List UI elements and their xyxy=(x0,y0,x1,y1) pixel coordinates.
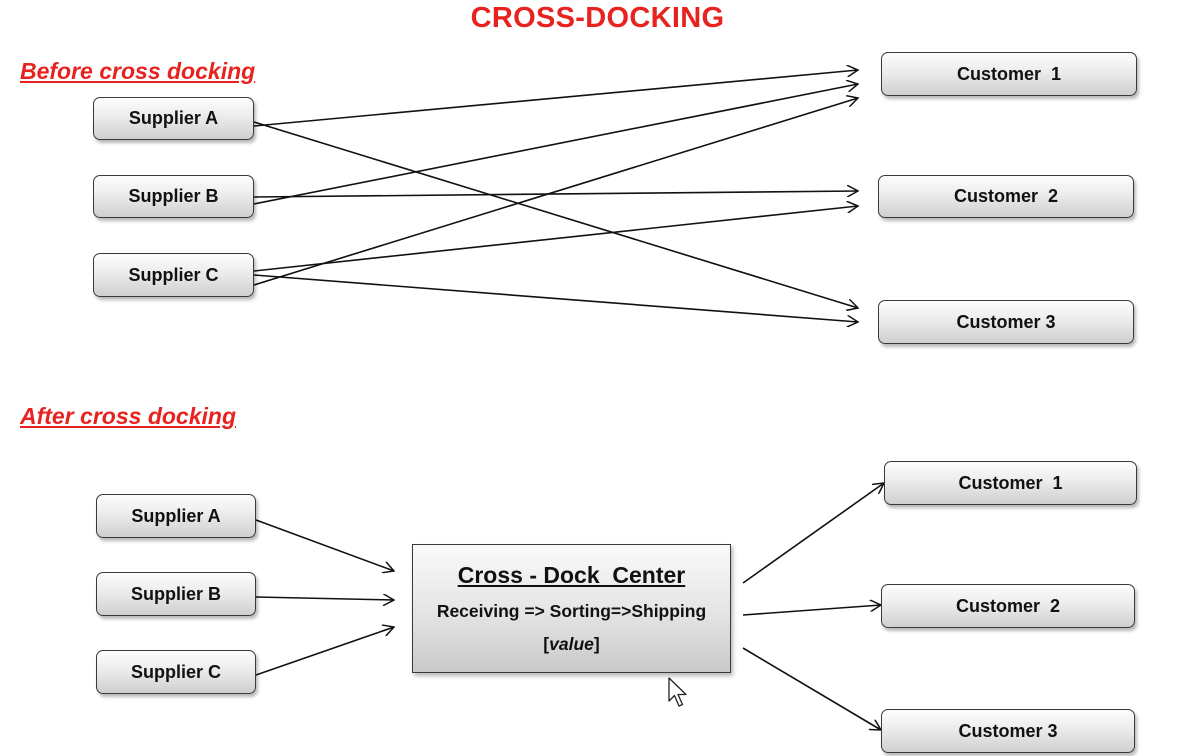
cross-dock-value-line: [value] xyxy=(413,634,730,655)
arrow-after-center-to-c3 xyxy=(742,647,881,730)
arrow-after-c-to-center xyxy=(255,627,394,676)
arrow-before-b-to-c1 xyxy=(253,84,858,205)
arrow-before-c-to-c2 xyxy=(253,206,858,272)
before-supplier-a: Supplier A xyxy=(93,97,254,140)
after-section-label: After cross docking xyxy=(20,403,236,429)
arrow-after-a-to-center xyxy=(255,519,394,571)
before-customer-2: Customer 2 xyxy=(878,175,1134,218)
diagram-title: CROSS-DOCKING xyxy=(470,2,725,34)
arrow-before-a-to-c1 xyxy=(253,70,858,127)
mouse-pointer-icon xyxy=(668,677,687,707)
arrow-before-c-to-c3 xyxy=(253,274,858,322)
after-customer-2: Customer 2 xyxy=(881,584,1135,628)
arrow-before-a-to-c3 xyxy=(253,121,858,308)
arrow-after-center-to-c2 xyxy=(742,605,881,616)
before-section-label: Before cross docking xyxy=(20,58,256,84)
after-supplier-c: Supplier C xyxy=(96,650,256,694)
cross-dock-center: Cross - Dock Center Receiving => Sorting… xyxy=(412,544,731,673)
value-bracket-close: ] xyxy=(593,634,600,654)
after-customer-3: Customer 3 xyxy=(881,709,1135,753)
arrow-before-b-to-c2 xyxy=(253,191,858,198)
arrow-before-c-to-c1 xyxy=(253,98,858,286)
before-supplier-c: Supplier C xyxy=(93,253,254,297)
before-supplier-b: Supplier B xyxy=(93,175,254,218)
before-customer-3: Customer 3 xyxy=(878,300,1134,344)
cross-dock-center-title: Cross - Dock Center xyxy=(457,562,686,588)
value-bracket-open: [ xyxy=(543,634,550,654)
arrow-after-center-to-c1 xyxy=(742,483,884,584)
after-supplier-b: Supplier B xyxy=(96,572,256,616)
after-supplier-a: Supplier A xyxy=(96,494,256,538)
before-customer-1: Customer 1 xyxy=(881,52,1137,96)
arrow-after-b-to-center xyxy=(255,597,394,600)
cross-dock-value: value xyxy=(549,634,594,654)
after-customer-1: Customer 1 xyxy=(884,461,1137,505)
cross-dock-process: Receiving => Sorting=>Shipping xyxy=(436,601,707,621)
